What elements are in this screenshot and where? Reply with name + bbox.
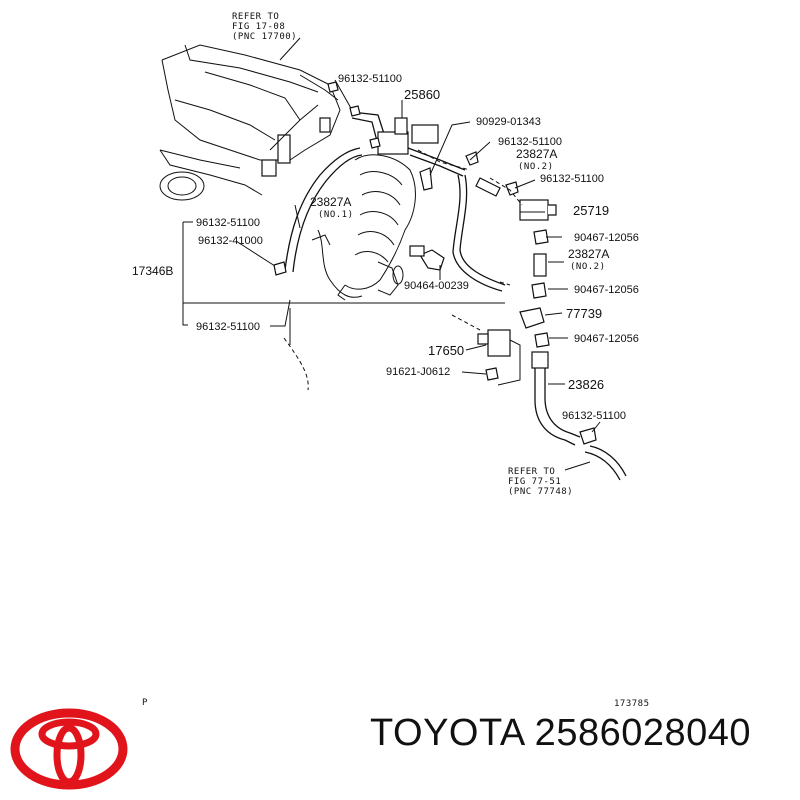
- callout-96132-51100-e: 96132-51100: [196, 321, 260, 333]
- refer-bottom-line3: (PNC 77748): [508, 487, 573, 497]
- callout-25719: 25719: [573, 203, 609, 218]
- right-column-parts: [465, 151, 627, 481]
- callout-96132-51100-b: 96132-51100: [498, 136, 562, 148]
- refer-top-line2: FIG 17-08: [232, 22, 285, 32]
- callout-17346b: 17346B: [132, 264, 173, 278]
- callout-90467-12056-b: 90467-12056: [574, 284, 639, 296]
- callout-96132-51100-d: 96132-51100: [196, 217, 260, 229]
- callout-96132-51100-c: 96132-51100: [540, 173, 604, 185]
- callout-23827a-right-no: (NO.2): [570, 262, 606, 272]
- callout-90464-00239: 90464-00239: [404, 280, 469, 292]
- callout-23827a-mid-no: (NO.1): [318, 210, 354, 220]
- callout-25860: 25860: [404, 87, 440, 102]
- reference-bottom: REFER TO FIG 77-51 (PNC 77748): [508, 467, 573, 497]
- refer-bottom-line1: REFER TO: [508, 467, 555, 477]
- callout-23827a-top: 23827A: [516, 147, 557, 161]
- callout-96132-41000: 96132-41000: [198, 235, 263, 247]
- brand-part-number: TOYOTA 2586028040: [370, 712, 752, 754]
- callout-23827a-mid: 23827A: [310, 195, 351, 209]
- callout-77739: 77739: [566, 306, 602, 321]
- refer-top-line1: REFER TO: [232, 12, 279, 22]
- corner-letter: P: [142, 698, 148, 708]
- refer-top-line3: (PNC 17700): [232, 32, 297, 42]
- throttle-body-drawing: [311, 154, 416, 301]
- callout-90467-12056-c: 90467-12056: [574, 333, 639, 345]
- callout-90467-12056-a: 90467-12056: [574, 232, 639, 244]
- leader-lines: [182, 37, 601, 471]
- callout-17650: 17650: [428, 343, 464, 358]
- callout-23827a-top-no: (NO.2): [518, 162, 554, 172]
- reference-top: REFER TO FIG 17-08 (PNC 17700): [232, 12, 297, 42]
- refer-bottom-line2: FIG 77-51: [508, 477, 561, 487]
- callout-91621-j0612: 91621-J0612: [386, 366, 450, 378]
- callout-23826: 23826: [568, 377, 604, 392]
- intake-manifold-drawing: [159, 44, 341, 201]
- dashed-leaders: [283, 149, 523, 391]
- figure-number: 173785: [614, 699, 650, 709]
- clamps: [273, 81, 381, 276]
- vsv-valve-drawing: [477, 329, 521, 386]
- callout-23827a-right: 23827A: [568, 247, 609, 261]
- callout-96132-51100-f: 96132-51100: [562, 410, 626, 422]
- callout-96132-51100-a: 96132-51100: [338, 73, 402, 85]
- toyota-logo-icon: [10, 708, 128, 790]
- callout-90929-01343: 90929-01343: [476, 116, 541, 128]
